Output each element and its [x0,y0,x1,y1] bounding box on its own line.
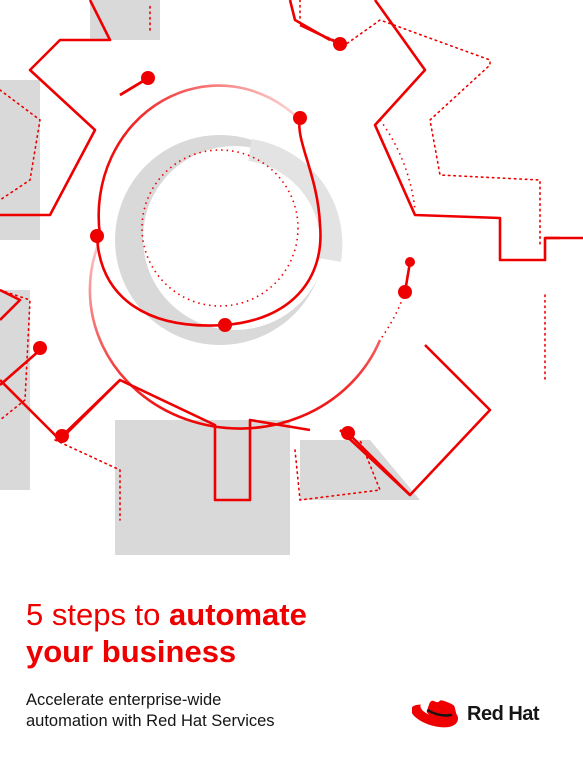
circuit-node [398,285,412,299]
title-bold-line-2: your business [26,634,237,669]
inner-dotted-ring [141,149,299,307]
outer-dotted-ring [379,119,416,341]
circuit-node [405,257,415,267]
circuit-node [141,71,155,85]
gear-shadow-arc [248,139,343,262]
circuit-node [55,429,69,443]
subtitle-line-1: Accelerate enterprise-wide [26,691,222,709]
gear-shadow-hole [143,146,327,330]
title-bold-line-1: automate [169,597,307,632]
cover-subtitle: Accelerate enterprise-wide automation wi… [26,690,356,732]
gear-outline-dotted [0,0,546,521]
circuit-node [293,111,307,125]
gear-left-lower-tooth [0,349,41,386]
gear-illustration [0,0,583,555]
gear-inner-ring-top [97,84,301,236]
red-hat-icon [412,700,459,728]
red-hat-logo: Red Hat [412,694,540,734]
brand-name: Red Hat [467,702,540,725]
cover-title: 5 steps to automate your business [26,596,566,670]
title-light: 5 steps to [26,597,161,632]
circuit-nodes [33,37,415,443]
circuit-node [90,229,104,243]
circuit-node [218,318,232,332]
circuit-node [333,37,347,51]
subtitle-line-2: automation with Red Hat Services [26,712,275,730]
circuit-node [341,426,355,440]
circuit-right-bottom [347,432,411,496]
circuit-left-bottom [61,379,121,437]
gear-inner-ring-bottom [88,239,382,430]
inner-circuit-line [95,117,322,327]
circuit-node [33,341,47,355]
